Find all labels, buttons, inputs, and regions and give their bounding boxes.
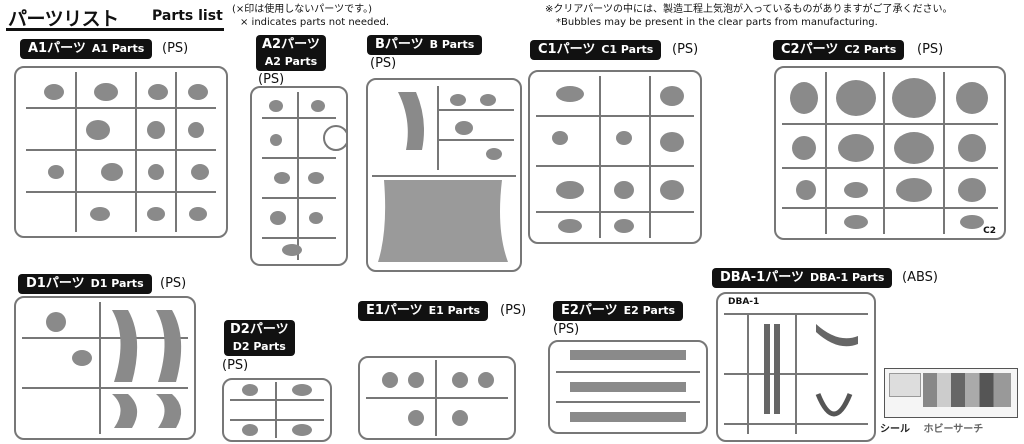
b-parts-label: Bパーツ B Parts xyxy=(367,35,483,55)
e1-runner xyxy=(358,356,516,440)
d1-label-en: D1 Parts xyxy=(90,277,144,290)
d2-label-en: D2 Parts xyxy=(232,340,286,353)
dba-runner-drawing xyxy=(724,313,868,434)
dba-runner-tag: DBA-1 xyxy=(728,297,760,307)
dba-parts-label: DBA-1パーツ DBA-1 Parts xyxy=(712,268,893,288)
a2-label-jp: A2パーツ xyxy=(262,37,320,52)
d2-runner-drawing xyxy=(230,382,324,438)
e1-runner-drawing xyxy=(366,360,508,436)
dba-runner: DBA-1 xyxy=(716,292,876,442)
d1-label-jp: D1パーツ xyxy=(26,276,85,291)
c2-parts-label: C2パーツ C2 Parts xyxy=(773,40,905,60)
c2-material: (PS) xyxy=(917,42,944,57)
unused-parts-note-jp: (×印は使用しないパーツです。) xyxy=(232,4,372,15)
a1-label-en: A1 Parts xyxy=(91,42,145,55)
a2-runner xyxy=(250,86,348,266)
b-label-en: B Parts xyxy=(429,38,475,51)
b-runner-drawing xyxy=(372,86,516,262)
dba-label-en: DBA-1 Parts xyxy=(809,271,885,284)
dba-label-jp: DBA-1パーツ xyxy=(720,270,804,285)
d1-parts-label: D1パーツ D1 Parts xyxy=(18,274,152,294)
a1-runner xyxy=(14,66,228,238)
d2-label-jp: D2パーツ xyxy=(230,322,289,337)
e2-parts-label: E2パーツ E2 Parts xyxy=(553,301,684,321)
c1-parts-label: C1パーツ C1 Parts xyxy=(530,40,662,60)
e1-material: (PS) xyxy=(500,303,527,318)
dba-material: (ABS) xyxy=(902,270,938,285)
sticker-small-decal xyxy=(889,373,921,397)
c1-runner xyxy=(528,70,702,244)
d1-material: (PS) xyxy=(160,276,187,291)
d1-runner xyxy=(14,296,196,440)
c2-runner-drawing xyxy=(782,72,998,234)
c1-label-en: C1 Parts xyxy=(601,43,654,56)
bubbles-note-jp: ※クリアパーツの中には、製造工程上気泡が入っているものがありますがご了承ください… xyxy=(545,4,953,15)
parts-list-header: パーツリスト Parts list xyxy=(6,4,224,31)
a1-label-jp: A1パーツ xyxy=(28,41,86,56)
c1-material: (PS) xyxy=(672,42,699,57)
d1-runner-drawing xyxy=(22,302,188,434)
watermark-text: ホビーサーチ xyxy=(923,424,984,435)
c2-label-en: C2 Parts xyxy=(844,43,897,56)
d2-runner xyxy=(222,378,332,442)
c2-runner: C2 xyxy=(774,66,1006,240)
e1-parts-label: E1パーツ E1 Parts xyxy=(358,301,489,321)
header-title-jp: パーツリスト xyxy=(8,8,119,30)
c1-label-jp: C1パーツ xyxy=(538,42,596,57)
a1-runner-drawing xyxy=(26,72,216,232)
sticker-label-text: シール xyxy=(880,424,910,435)
header-title-en: Parts list xyxy=(152,8,223,24)
a2-parts-label: A2パーツ A2 Parts xyxy=(256,35,326,71)
sticker-decal-row xyxy=(923,373,1011,407)
c1-runner-drawing xyxy=(536,76,694,238)
c2-runner-tag: C2 xyxy=(983,226,996,236)
e2-material: (PS) xyxy=(553,322,580,337)
e2-runner xyxy=(548,340,708,434)
bubbles-note-en: *Bubbles may be present in the clear par… xyxy=(556,17,878,28)
sticker-sheet xyxy=(884,368,1018,418)
c2-label-jp: C2パーツ xyxy=(781,42,839,57)
a2-material: (PS) xyxy=(258,72,285,87)
e1-label-jp: E1パーツ xyxy=(366,303,423,318)
a2-label-en: A2 Parts xyxy=(264,55,318,68)
a2-runner-drawing xyxy=(262,92,346,260)
e2-label-jp: E2パーツ xyxy=(561,303,618,318)
a1-material: (PS) xyxy=(162,41,189,56)
b-material: (PS) xyxy=(370,56,397,71)
a1-parts-label: A1パーツ A1 Parts xyxy=(20,39,153,59)
e2-label-en: E2 Parts xyxy=(623,304,676,317)
e2-runner-drawing xyxy=(556,350,700,422)
b-runner xyxy=(366,78,522,272)
unused-parts-note-en: × indicates parts not needed. xyxy=(240,17,390,28)
d2-parts-label: D2パーツ D2 Parts xyxy=(224,320,295,356)
b-label-jp: Bパーツ xyxy=(375,37,424,52)
e1-label-en: E1 Parts xyxy=(428,304,481,317)
d2-material: (PS) xyxy=(222,358,249,373)
sticker-label: シール ホビーサーチ xyxy=(880,420,983,435)
